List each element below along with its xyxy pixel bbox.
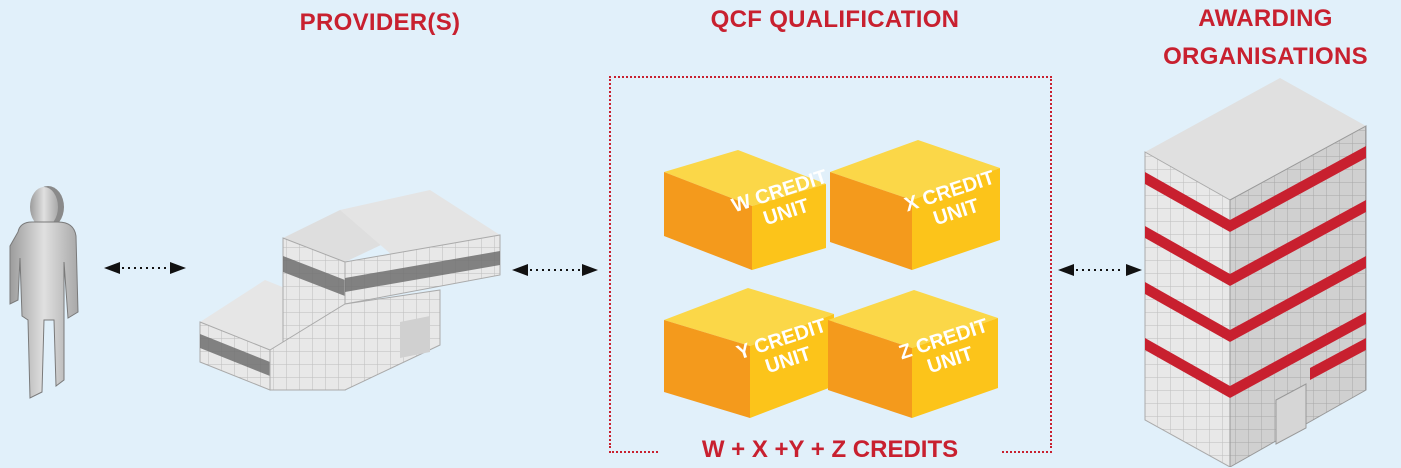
credit-box-x	[830, 140, 1000, 270]
credits-frame-bottom	[609, 441, 1052, 461]
awarding-heading-line2: ORGANISATIONS	[1163, 43, 1368, 70]
awarding-building-icon	[1144, 78, 1367, 467]
person-icon	[9, 186, 79, 399]
providers-heading: PROVIDER(S)	[299, 9, 461, 36]
qcf-qualification-heading: QCF QUALIFICATION	[710, 6, 960, 33]
credit-box-z	[828, 290, 998, 418]
provider-qualification-arrow	[512, 264, 598, 276]
credits-total-label: W + X +Y + Z CREDITS	[660, 432, 1000, 468]
awarding-organisations-heading: AWARDING ORGANISATIONS	[1130, 0, 1401, 76]
person-provider-arrow	[104, 262, 186, 274]
qualification-frame	[609, 76, 1052, 448]
qualification-awarding-arrow	[1058, 264, 1142, 276]
credit-box-y	[664, 288, 834, 418]
awarding-heading-line1: AWARDING	[1198, 5, 1333, 32]
provider-building-icon	[199, 190, 501, 391]
credit-box-w	[664, 150, 826, 270]
